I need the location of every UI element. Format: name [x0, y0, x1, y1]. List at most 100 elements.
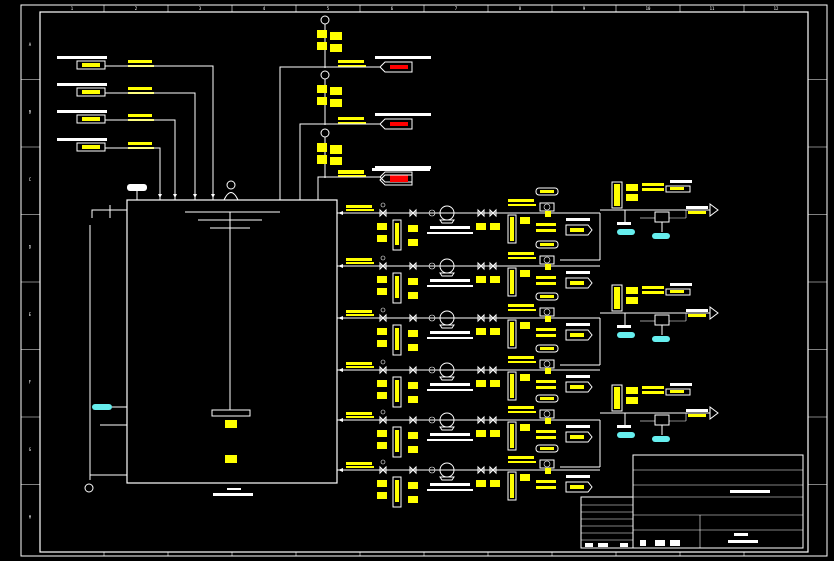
- gate-valve: [489, 365, 497, 375]
- indicator-light: [617, 332, 635, 338]
- control-indicator: [535, 187, 559, 196]
- flowmeter-tag: [510, 270, 514, 294]
- instrument-tag: [545, 368, 551, 374]
- instrument-tag: [408, 330, 418, 337]
- strainer-tag: [395, 380, 399, 402]
- inlet-line-tag: [128, 114, 152, 117]
- inlet-arrow: [158, 194, 162, 198]
- gauge-tag: [330, 99, 342, 107]
- control-indicator-tag: [540, 447, 554, 450]
- check-valve: [477, 415, 485, 425]
- vent-alarm-tag: [390, 175, 408, 179]
- column-label: 2: [135, 6, 138, 11]
- branch-title-bar: [686, 409, 708, 412]
- pump-gauge: [428, 416, 436, 424]
- strainer: [392, 324, 402, 356]
- strainer-tag: [395, 480, 399, 502]
- gate-valve: [489, 261, 497, 271]
- line-tag: [642, 286, 664, 289]
- instrument-tag: [476, 328, 486, 335]
- item-tag: [670, 290, 684, 293]
- instrument-tag: [626, 194, 638, 201]
- vent-line-spec: [338, 122, 366, 124]
- flowmeter-tag: [510, 374, 514, 398]
- instrument-tag: [626, 297, 638, 304]
- branch-title-bar: [686, 309, 708, 312]
- control-indicator: [535, 240, 559, 249]
- row-label: F: [29, 380, 32, 385]
- vent-alarm-tag: [390, 178, 408, 182]
- vent-offpage: [379, 118, 413, 130]
- item-title-bar: [670, 283, 692, 286]
- outlet-line-spec: [346, 262, 374, 264]
- instrument-line-tag: [536, 334, 556, 337]
- instrument-tag: [545, 211, 551, 217]
- transmitter: [654, 211, 670, 223]
- distribution-branches: [600, 180, 719, 442]
- item-box: [665, 288, 691, 296]
- vent-line-tag: [338, 171, 364, 174]
- gauge-tag: [317, 42, 327, 50]
- instrument-line-tag: [536, 486, 556, 489]
- outlet-line-spec: [346, 416, 374, 418]
- instrument-tag: [408, 344, 418, 351]
- gauge-tag: [317, 97, 327, 105]
- gate-valve: [409, 208, 417, 218]
- pump-spec-bar: [427, 439, 473, 441]
- column-label: 1: [71, 6, 74, 11]
- strainer: [392, 376, 402, 408]
- instrument-tag: [490, 480, 500, 487]
- gauge-tag: [317, 144, 327, 152]
- instrument-tag: [520, 217, 530, 224]
- instrument-tag: [520, 424, 530, 431]
- column-label: 3: [199, 6, 202, 11]
- branch-offpage: [709, 203, 719, 217]
- pump-title-bar: [430, 383, 470, 386]
- instrument-tag: [377, 442, 387, 449]
- outlet-arrow: [338, 316, 343, 320]
- inlet-line-tag: [128, 142, 152, 145]
- inlet-lines: [57, 56, 215, 200]
- pump-gauge: [428, 466, 436, 474]
- row-label: H: [29, 515, 32, 520]
- offpage-title-bar: [566, 323, 590, 326]
- control-valve-actuator: [543, 203, 551, 211]
- branch-instrument-tag: [614, 184, 620, 206]
- inlet-arrow: [193, 194, 197, 198]
- offpage-tag: [570, 385, 584, 389]
- inlet-title-bar: [57, 83, 107, 86]
- control-valve-actuator: [543, 308, 551, 316]
- control-indicator: [535, 344, 559, 353]
- inlet-box: [76, 142, 106, 152]
- outlet-line-spec: [346, 209, 374, 211]
- control-indicator: [535, 444, 559, 453]
- inlet-box: [76, 87, 106, 97]
- offpage-title-bar: [566, 475, 590, 478]
- gate-valve: [409, 313, 417, 323]
- pump-base: [439, 476, 455, 481]
- instrument-line-tag: [536, 430, 556, 433]
- vent-line-spec: [338, 175, 366, 177]
- pump-spec-bar: [427, 389, 473, 391]
- offpage-title-bar: [566, 425, 590, 428]
- instrument-tag: [626, 184, 638, 191]
- offpage-connector: [565, 481, 593, 493]
- gauge-tag: [330, 44, 342, 52]
- instrument-tag: [490, 276, 500, 283]
- valve-handwheel: [380, 409, 386, 415]
- gate-valve: [409, 365, 417, 375]
- gauge-tag: [317, 85, 327, 93]
- offpage-tag: [570, 228, 584, 232]
- column-label: 7: [455, 6, 458, 11]
- column-label: 4: [263, 6, 266, 11]
- offpage-connector: [565, 381, 593, 393]
- instrument-tag: [490, 380, 500, 387]
- instrument-tag: [520, 270, 530, 277]
- outlet-line-tag: [346, 462, 372, 465]
- instrument-line-tag: [536, 386, 556, 389]
- indicator-light: [652, 233, 670, 239]
- inlet-title-bar: [57, 138, 107, 141]
- gauge-tag: [330, 87, 342, 95]
